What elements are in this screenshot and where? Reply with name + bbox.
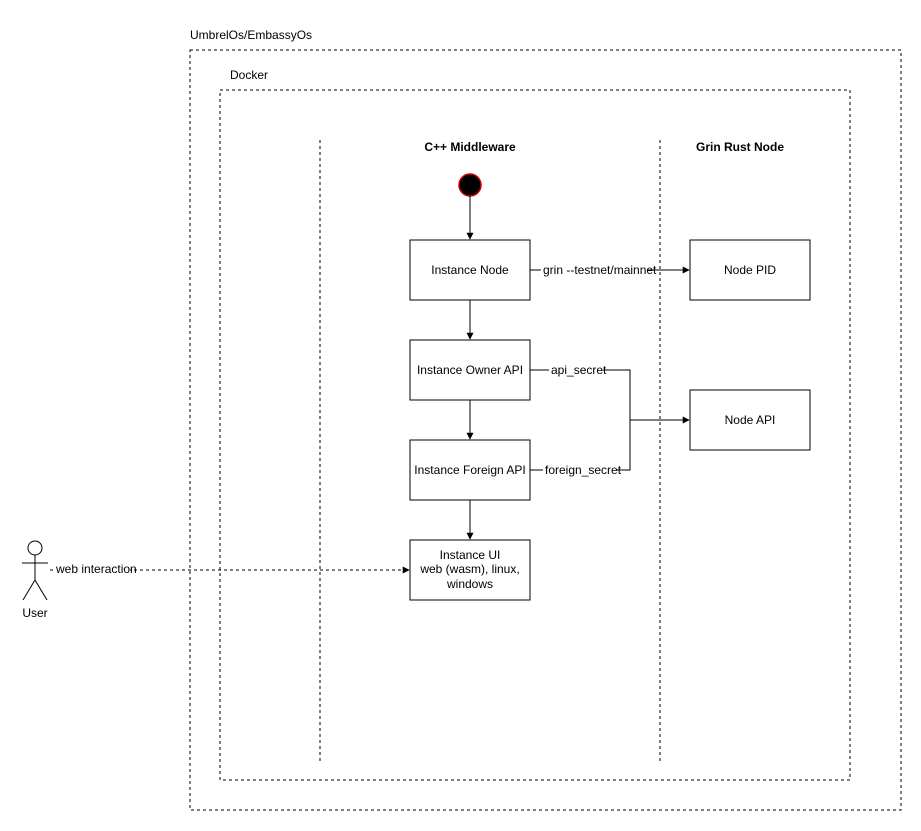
node-pid-label: Node PID xyxy=(724,263,776,277)
docker-container-label: Docker xyxy=(230,68,268,82)
outer-container-label: UmbrelOs/EmbassyOs xyxy=(190,28,312,42)
edge-api-secret-label: api_secret xyxy=(551,363,607,377)
edge-api-secret-label-bg xyxy=(549,363,603,377)
docker-container xyxy=(219,89,851,781)
edge-owner-to-api xyxy=(530,369,631,420)
node-pid-box[interactable] xyxy=(689,239,811,301)
outer-container xyxy=(189,49,902,811)
edge-user-to-ui-label: web interaction xyxy=(55,562,137,576)
edge-node-to-pid-label: grin --testnet/mainnet xyxy=(543,263,657,277)
instance-foreign-api-label: Instance Foreign API xyxy=(414,463,525,477)
instance-ui-box[interactable] xyxy=(409,539,531,601)
instance-owner-api-box[interactable] xyxy=(409,339,531,401)
instance-node-box[interactable] xyxy=(409,239,531,301)
user-actor xyxy=(22,540,48,601)
user-actor-label: User xyxy=(22,606,47,620)
lane-header-rust-node: Grin Rust Node xyxy=(696,140,784,154)
instance-ui-label-line3: windows xyxy=(446,577,493,591)
start-node xyxy=(459,174,481,196)
edge-user-to-ui-label-bg xyxy=(54,563,130,577)
instance-ui-label-line1: Instance UI xyxy=(440,548,501,562)
instance-node-label: Instance Node xyxy=(431,263,509,277)
instance-ui-label-line2: web (wasm), linux, xyxy=(419,562,519,576)
edge-node-to-pid-label-bg xyxy=(541,263,647,277)
node-api-label: Node API xyxy=(725,413,776,427)
instance-owner-api-label: Instance Owner API xyxy=(417,363,523,377)
edge-foreign-secret-label: foreign_secret xyxy=(545,463,622,477)
edge-foreign-secret-label-bg xyxy=(543,463,617,477)
lane-header-middleware: C++ Middleware xyxy=(424,140,516,154)
node-api-box[interactable] xyxy=(689,389,811,451)
